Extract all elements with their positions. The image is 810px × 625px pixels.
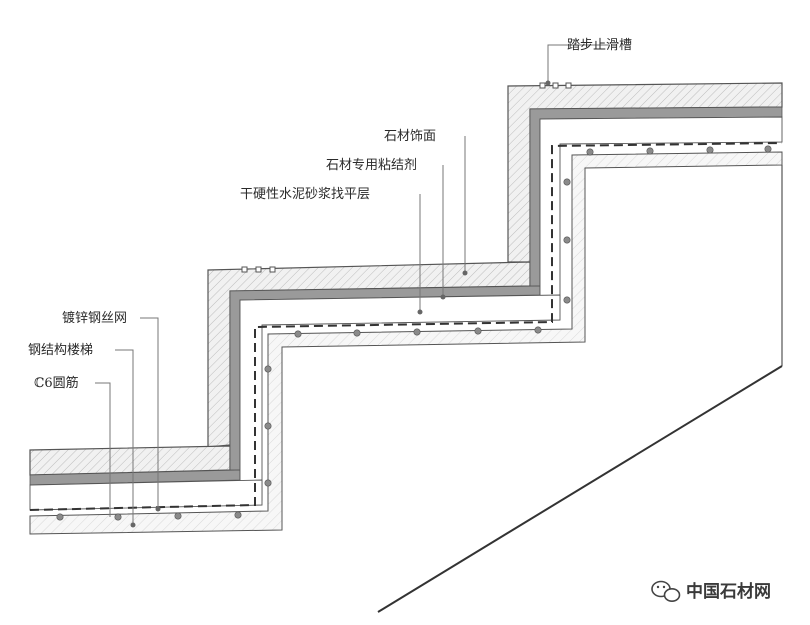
label-tread-antislip: 踏步止滑槽 <box>567 38 632 53</box>
label-round-bar: ℂ6圆筋 <box>34 375 79 391</box>
label-galvanized-mesh: 镀锌钢丝网 <box>62 310 127 326</box>
label-stone-finish: 石材饰面 <box>384 129 436 144</box>
leader-dots <box>130 80 551 528</box>
label-stone-adhesive: 石材专用粘结剂 <box>326 158 417 173</box>
label-cement-leveling: 干硬性水泥砂浆找平层 <box>240 187 370 202</box>
leveling-layer <box>29 116 783 511</box>
wechat-icon <box>651 580 681 602</box>
anti-slip-grooves <box>241 82 572 273</box>
watermark-text: 中国石材网 <box>686 581 771 602</box>
leader-lines <box>95 44 610 524</box>
watermark: 中国石材网 <box>651 580 771 602</box>
stone-finish-layer <box>29 82 783 476</box>
label-steel-stair: 钢结构楼梯 <box>28 343 93 358</box>
round-bars <box>56 145 772 521</box>
galvanized-mesh-line <box>29 142 783 511</box>
slab-underside-line <box>377 365 783 613</box>
